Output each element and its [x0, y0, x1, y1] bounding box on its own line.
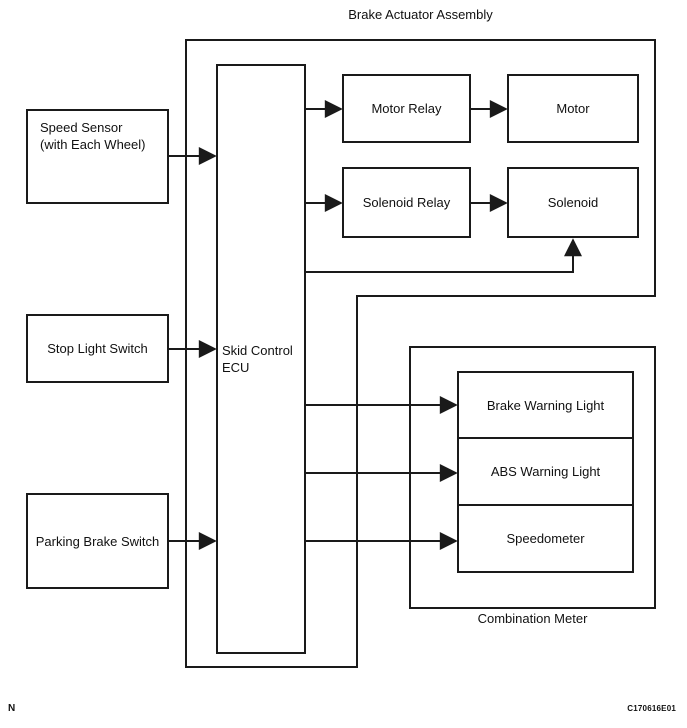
skid-control-ecu-label: Skid Control ECU [222, 343, 293, 375]
speedometer-label: Speedometer [506, 531, 585, 546]
motor-relay-label: Motor Relay [371, 101, 442, 116]
skid-control-ecu-box [216, 64, 306, 654]
brake-warning-light-label: Brake Warning Light [486, 397, 605, 413]
solenoid-label: Solenoid [547, 195, 599, 210]
arrow-ecu-to-solenoid [305, 238, 582, 273]
speed-sensor-label: Speed Sensor (with Each Wheel) [40, 120, 146, 152]
combination-meter-caption: Combination Meter [477, 611, 588, 626]
solenoid-relay-label: Solenoid Relay [362, 195, 451, 210]
stop-light-switch-label: Stop Light Switch [47, 341, 148, 356]
figure-code: C170616E01 [627, 704, 676, 713]
speedometer-box [457, 504, 634, 573]
motor-label: Motor [556, 101, 590, 116]
combination-meter-outline [409, 346, 656, 609]
parking-brake-switch-label: Parking Brake Switch [35, 533, 160, 549]
solenoid-box [507, 167, 639, 238]
footer-n-mark: N [8, 703, 16, 714]
brake-actuator-assembly-outline [185, 39, 656, 668]
motor-box [507, 74, 639, 143]
diagram-title: Brake Actuator Assembly [348, 7, 493, 22]
abs-warning-light-label: ABS Warning Light [490, 464, 601, 479]
